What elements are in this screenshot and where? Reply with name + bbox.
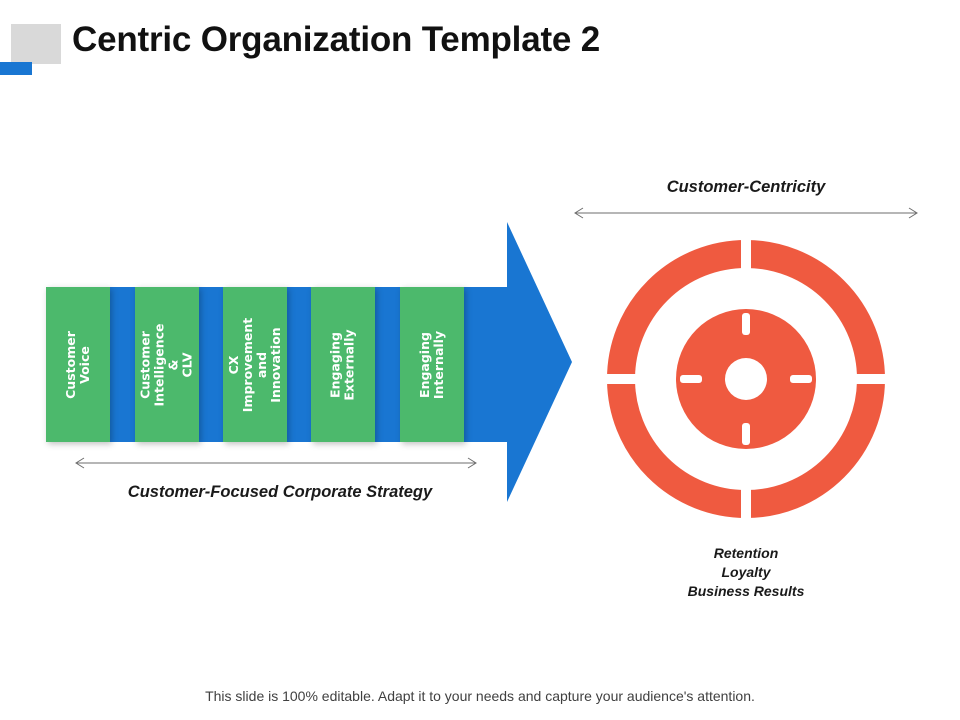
title-decoration-blue	[0, 62, 32, 75]
stage-label: CX Improvement and Innovation	[226, 317, 283, 412]
stage-label: Customer Voice	[63, 330, 92, 399]
title-decoration-gray	[11, 24, 61, 64]
result-business-results: Business Results	[687, 583, 805, 599]
target-icon	[603, 236, 889, 522]
stage-label: Customer Intelligence & CLV	[138, 322, 196, 407]
strategy-label: Customer-Focused Corporate Strategy	[127, 483, 433, 501]
stage-customer-intelligence: Customer Intelligence & CLV	[135, 287, 199, 442]
results-list: Retention Loyalty Business Results	[646, 544, 846, 601]
centricity-double-arrow-icon	[574, 207, 918, 219]
footer-note: This slide is 100% editable. Adapt it to…	[205, 688, 755, 704]
result-loyalty: Loyalty	[721, 564, 771, 580]
stage-label: Engaging Externally	[328, 328, 357, 401]
strategy-double-arrow-icon	[75, 457, 477, 469]
stage-cx-improvement: CX Improvement and Innovation	[223, 287, 287, 442]
result-retention: Retention	[713, 545, 779, 561]
page-title: Centric Organization Template 2	[72, 20, 600, 59]
stage-engaging-internally: Engaging Internally	[400, 287, 464, 442]
centricity-label: Customer-Centricity	[666, 178, 826, 196]
stage-engaging-externally: Engaging Externally	[311, 287, 375, 442]
stage-customer-voice: Customer Voice	[46, 287, 110, 442]
strategy-arrow	[46, 222, 572, 502]
stage-label: Engaging Internally	[417, 330, 447, 399]
